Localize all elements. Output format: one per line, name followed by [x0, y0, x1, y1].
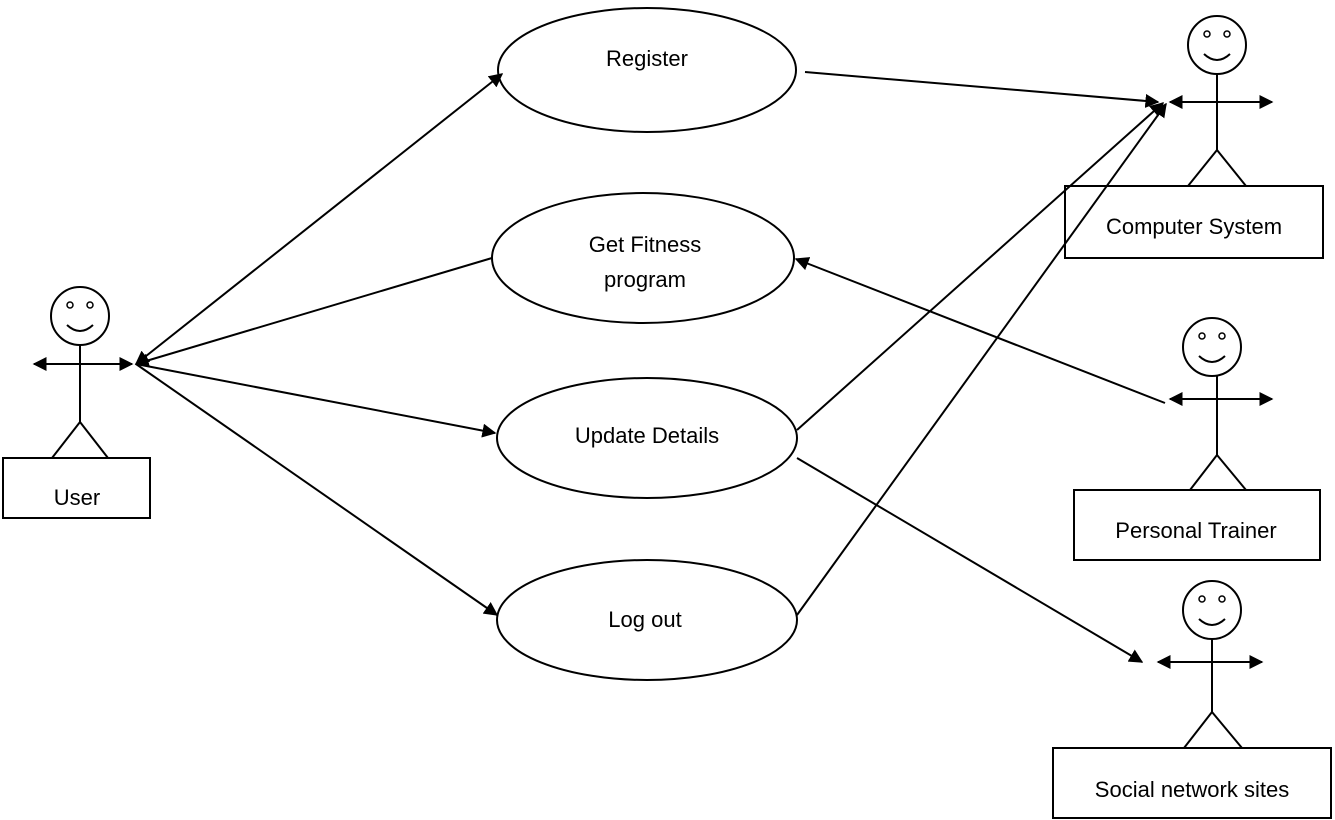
- social-network-head: [1182, 580, 1242, 640]
- user-leg-right: [79, 421, 109, 459]
- use-case-log-out: [496, 559, 798, 681]
- social-network-leg-right: [1211, 711, 1243, 749]
- assoc-user-fitness: [134, 257, 493, 368]
- actor-user: [2, 286, 151, 519]
- assoc-update-social-network: [796, 457, 1144, 663]
- user-smile: [66, 324, 94, 332]
- personal-trainer-leg-right: [1216, 454, 1247, 491]
- actor-personal-trainer-label: Personal Trainer: [1115, 518, 1276, 543]
- use-case-fitness-label-line2: program: [604, 267, 686, 292]
- actor-social-network-sites: [1052, 580, 1332, 819]
- use-case-get-fitness-program: [491, 192, 795, 324]
- personal-trainer-leg-left: [1189, 454, 1218, 491]
- social-network-label-box: [1052, 747, 1332, 819]
- personal-trainer-label-box: [1073, 489, 1321, 561]
- computer-system-head: [1187, 15, 1247, 75]
- use-case-update-details: [496, 377, 798, 499]
- assoc-user-update: [135, 363, 497, 438]
- computer-system-smile: [1203, 53, 1231, 61]
- social-network-eye-left: [1198, 595, 1206, 603]
- user-eye-left: [66, 301, 74, 309]
- computer-system-leg-left: [1187, 149, 1218, 187]
- use-case-register-label: Register: [606, 46, 688, 71]
- social-network-leg-left: [1183, 711, 1213, 749]
- assoc-user-logout: [135, 363, 499, 616]
- personal-trainer-head: [1182, 317, 1242, 377]
- user-leg-left: [51, 421, 81, 459]
- social-network-eye-right: [1218, 595, 1226, 603]
- use-case-register: [497, 7, 797, 133]
- user-eye-right: [86, 301, 94, 309]
- actor-computer-system-label: Computer System: [1106, 214, 1282, 239]
- assoc-update-computer-system: [796, 102, 1165, 431]
- computer-system-leg-right: [1216, 149, 1247, 187]
- actor-social-network-label: Social network sites: [1095, 777, 1289, 802]
- user-head: [50, 286, 110, 346]
- personal-trainer-smile: [1198, 355, 1226, 363]
- use-case-log-out-label: Log out: [608, 607, 681, 632]
- actor-user-label: User: [54, 485, 100, 510]
- use-case-update-details-label: Update Details: [575, 423, 719, 448]
- use-case-fitness-label-line1: Get Fitness: [589, 232, 701, 257]
- assoc-logout-computer-system: [796, 102, 1167, 616]
- computer-system-eye-left: [1203, 30, 1211, 38]
- actor-personal-trainer: [1073, 317, 1321, 561]
- social-network-smile: [1198, 618, 1226, 626]
- assoc-user-register: [134, 73, 504, 365]
- assoc-register-computer-system: [804, 71, 1160, 108]
- user-label-box: [2, 457, 151, 519]
- assoc-trainer-fitness: [794, 257, 1166, 404]
- computer-system-label-box: [1064, 185, 1324, 259]
- personal-trainer-eye-left: [1198, 332, 1206, 340]
- personal-trainer-eye-right: [1218, 332, 1226, 340]
- actor-computer-system: [1064, 15, 1324, 259]
- computer-system-eye-right: [1223, 30, 1231, 38]
